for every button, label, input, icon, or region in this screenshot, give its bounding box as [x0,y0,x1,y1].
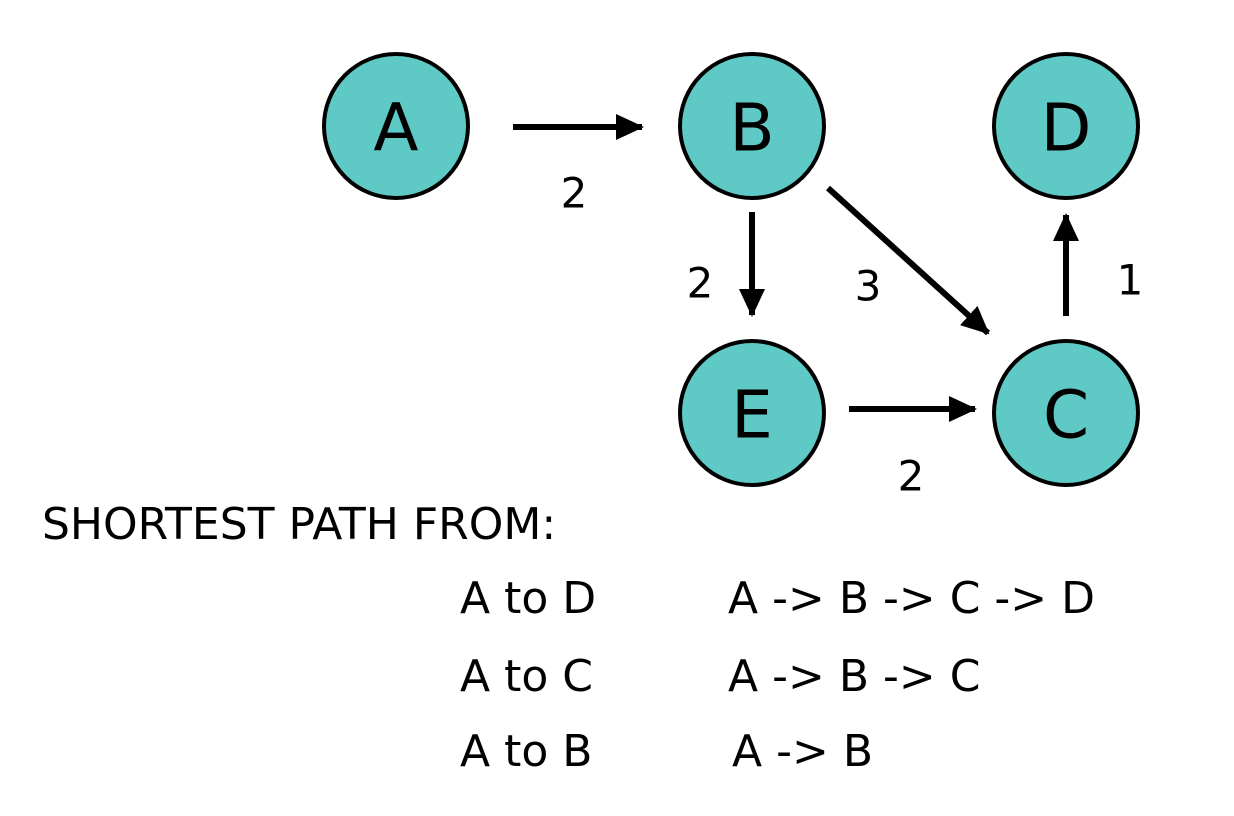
path-row-route: A -> B [732,726,874,777]
node-b-label: B [729,90,774,167]
shortest-path-heading: SHORTEST PATH FROM: [42,499,557,550]
node-a-label: A [373,90,418,167]
edge-b-e-weight: 2 [687,259,714,308]
node-e: E [678,339,826,487]
graph-diagram: 2 2 3 2 1 A B D E C [322,52,1144,501]
node-d-label: D [1041,90,1092,167]
edge-e-c-weight: 2 [898,452,925,501]
edge-b-c-weight: 3 [855,262,882,311]
path-row-route: A -> B -> C [728,651,981,702]
node-a: A [322,52,470,200]
path-row-pair: A to C [460,651,593,702]
path-row-pair: A to B [460,726,593,777]
node-c-label: C [1043,377,1089,454]
node-c-circle [992,339,1140,487]
node-e-circle [678,339,826,487]
node-a-circle [322,52,470,200]
edge-c-d-weight: 1 [1117,256,1144,305]
edge-a-b-weight: 2 [561,169,588,218]
node-e-label: E [731,377,773,454]
node-b-circle [678,52,826,200]
node-c: C [992,339,1140,487]
node-b: B [678,52,826,200]
path-row-pair: A to D [460,573,597,624]
node-d-circle [992,52,1140,200]
path-row-route: A -> B -> C -> D [728,573,1096,624]
node-d: D [992,52,1140,200]
edge-b-c-arrow [825,185,991,336]
